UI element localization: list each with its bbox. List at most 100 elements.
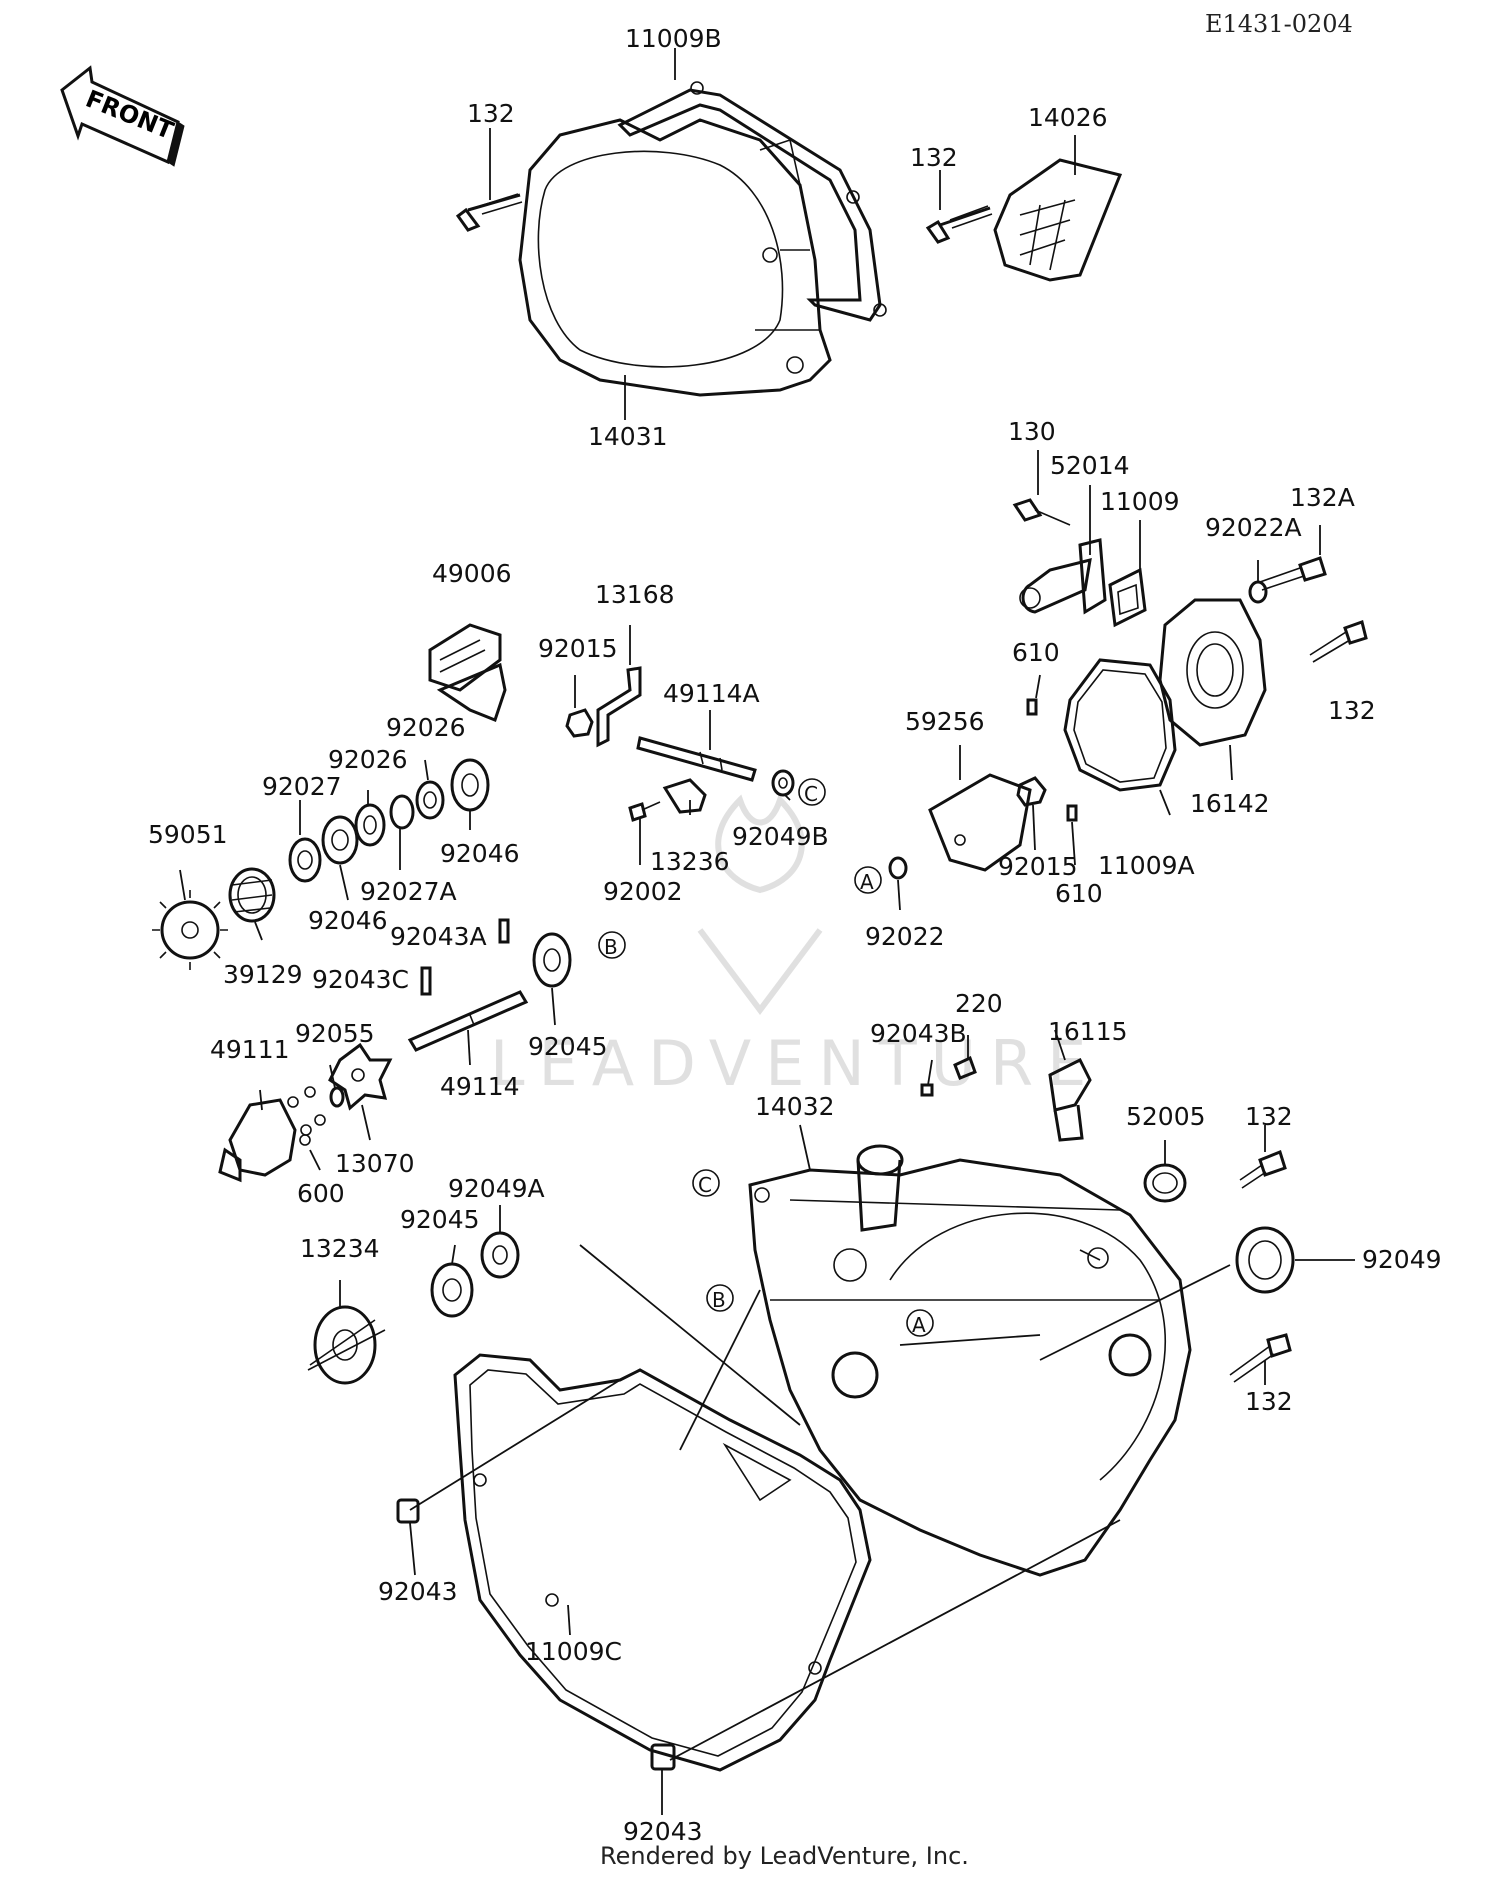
callout-49114A: 49114A xyxy=(663,679,760,708)
part-13168-lever xyxy=(596,666,642,748)
callout-13234: 13234 xyxy=(300,1234,380,1263)
part-92002-screw xyxy=(628,801,661,822)
part-92045-bearing-upper xyxy=(532,932,572,988)
part-600-balls xyxy=(287,1086,326,1146)
callout-49111: 49111 xyxy=(210,1035,290,1064)
ref-c-label-1: C xyxy=(804,782,818,806)
callout-59256: 59256 xyxy=(905,707,985,736)
front-direction-arrow: FRONT xyxy=(60,65,185,167)
part-11009-fitting-gasket xyxy=(1108,567,1147,628)
part-132-bolt-top-left xyxy=(455,193,523,232)
callout-11009: 11009 xyxy=(1100,487,1180,516)
ref-a-label-1: A xyxy=(860,870,874,894)
leadventure-watermark: LEADVENTURE xyxy=(490,794,1100,1100)
callout-49114: 49114 xyxy=(440,1072,520,1101)
callout-132-top-right: 132 xyxy=(910,143,958,172)
callout-labels: 11009B 132 14026 132 14031 130 52014 110… xyxy=(148,24,1442,1846)
callout-92015-left: 92015 xyxy=(538,634,618,663)
callout-610-bottom: 610 xyxy=(1055,879,1103,908)
callout-11009A: 11009A xyxy=(1098,851,1195,880)
callout-11009B: 11009B xyxy=(625,24,722,53)
part-49006-reed xyxy=(428,623,507,722)
callout-52005: 52005 xyxy=(1126,1102,1206,1131)
callout-220: 220 xyxy=(955,989,1003,1018)
part-92043-dowel-upper xyxy=(396,1498,420,1524)
part-16115-oil-cap xyxy=(1048,1057,1092,1142)
part-92022A-washer xyxy=(1248,580,1268,604)
reference-markers: A A B B C C xyxy=(598,778,934,1337)
ref-b-marker-2 xyxy=(706,1284,734,1312)
part-610-dowel-top xyxy=(1026,698,1038,716)
part-132A-bolt xyxy=(1259,556,1327,591)
callout-92043B: 92043B xyxy=(870,1019,967,1048)
part-92022-washer xyxy=(888,856,908,880)
callout-92002: 92002 xyxy=(603,877,683,906)
part-92027-washer xyxy=(288,837,322,883)
part-11009C-cover-gasket xyxy=(453,1353,872,1772)
callout-59051: 59051 xyxy=(148,820,228,849)
callout-92027: 92027 xyxy=(262,772,342,801)
part-59051-gear xyxy=(152,890,228,970)
callout-610-top: 610 xyxy=(1012,638,1060,667)
callout-16115: 16115 xyxy=(1048,1017,1128,1046)
part-13236-lever xyxy=(662,778,707,814)
callout-600: 600 xyxy=(297,1179,345,1208)
part-610-dowel-bottom xyxy=(1066,804,1078,822)
part-92015-nut-left xyxy=(565,708,594,738)
ref-a-marker-2 xyxy=(906,1309,934,1337)
part-14032-clutch-cover xyxy=(748,1144,1192,1577)
ref-a-marker-1 xyxy=(854,866,882,894)
watermark-flame-icon xyxy=(715,794,805,894)
callout-92049A: 92049A xyxy=(448,1174,545,1203)
part-92046-bearing-left xyxy=(321,815,359,865)
part-92043A-pin xyxy=(498,918,510,944)
callout-132-cover-upper: 132 xyxy=(1245,1102,1293,1131)
part-92043C-pin xyxy=(420,966,432,996)
part-52014-water-fitting xyxy=(1019,538,1107,615)
callout-92049: 92049 xyxy=(1362,1245,1442,1274)
part-92049B-seal xyxy=(771,769,795,797)
part-132-bolt-cover-lower xyxy=(1229,1333,1292,1383)
part-92026-washer-right xyxy=(415,780,445,820)
part-52005-seal xyxy=(1143,1163,1187,1203)
part-11009B-gasket xyxy=(617,81,887,322)
part-130-bolt xyxy=(1012,498,1071,526)
part-132-bolt-pump xyxy=(1309,620,1368,663)
part-59256-plate xyxy=(928,773,1032,872)
callout-11009C: 11009C xyxy=(525,1637,622,1666)
part-49114A-shaft xyxy=(636,736,757,782)
part-49114-shaft xyxy=(407,990,529,1052)
part-92045-bearing-lower xyxy=(430,1262,474,1318)
part-132-bolt-top-right xyxy=(925,205,993,244)
diagram-code: E1431-0204 xyxy=(1205,10,1353,38)
front-arrow-shadow xyxy=(167,121,185,167)
part-132-bolt-cover-upper xyxy=(1239,1150,1287,1189)
ref-a-label-2: A xyxy=(912,1313,926,1337)
watermark-text: LEADVENTURE xyxy=(490,1027,1100,1100)
callout-49006: 49006 xyxy=(432,559,512,588)
ref-c-marker-1 xyxy=(798,778,826,806)
callout-92026-right: 92026 xyxy=(386,713,466,742)
callout-52014: 52014 xyxy=(1050,451,1130,480)
leader-lines xyxy=(179,48,1355,1815)
part-92046-bearing-right xyxy=(450,758,490,812)
callout-14026: 14026 xyxy=(1028,103,1108,132)
callout-16142: 16142 xyxy=(1190,789,1270,818)
callout-132A: 132A xyxy=(1290,483,1355,512)
watermark-v-icon xyxy=(697,928,823,1015)
callout-13236: 13236 xyxy=(650,847,730,876)
part-220-screw xyxy=(953,1055,977,1080)
callout-39129: 39129 xyxy=(223,960,303,989)
callout-92043C: 92043C xyxy=(312,965,409,994)
callout-132-pump: 132 xyxy=(1328,696,1376,725)
front-arrow-label: FRONT xyxy=(82,85,178,146)
callout-92049B: 92049B xyxy=(732,822,829,851)
part-92049A-seal xyxy=(480,1231,520,1279)
ref-c-marker-2 xyxy=(692,1169,720,1197)
part-39129-spring xyxy=(228,867,276,923)
ref-b-marker-1 xyxy=(598,931,626,959)
part-14026-sprocket-guard xyxy=(993,158,1123,282)
part-92015-nut-right xyxy=(1016,776,1047,807)
